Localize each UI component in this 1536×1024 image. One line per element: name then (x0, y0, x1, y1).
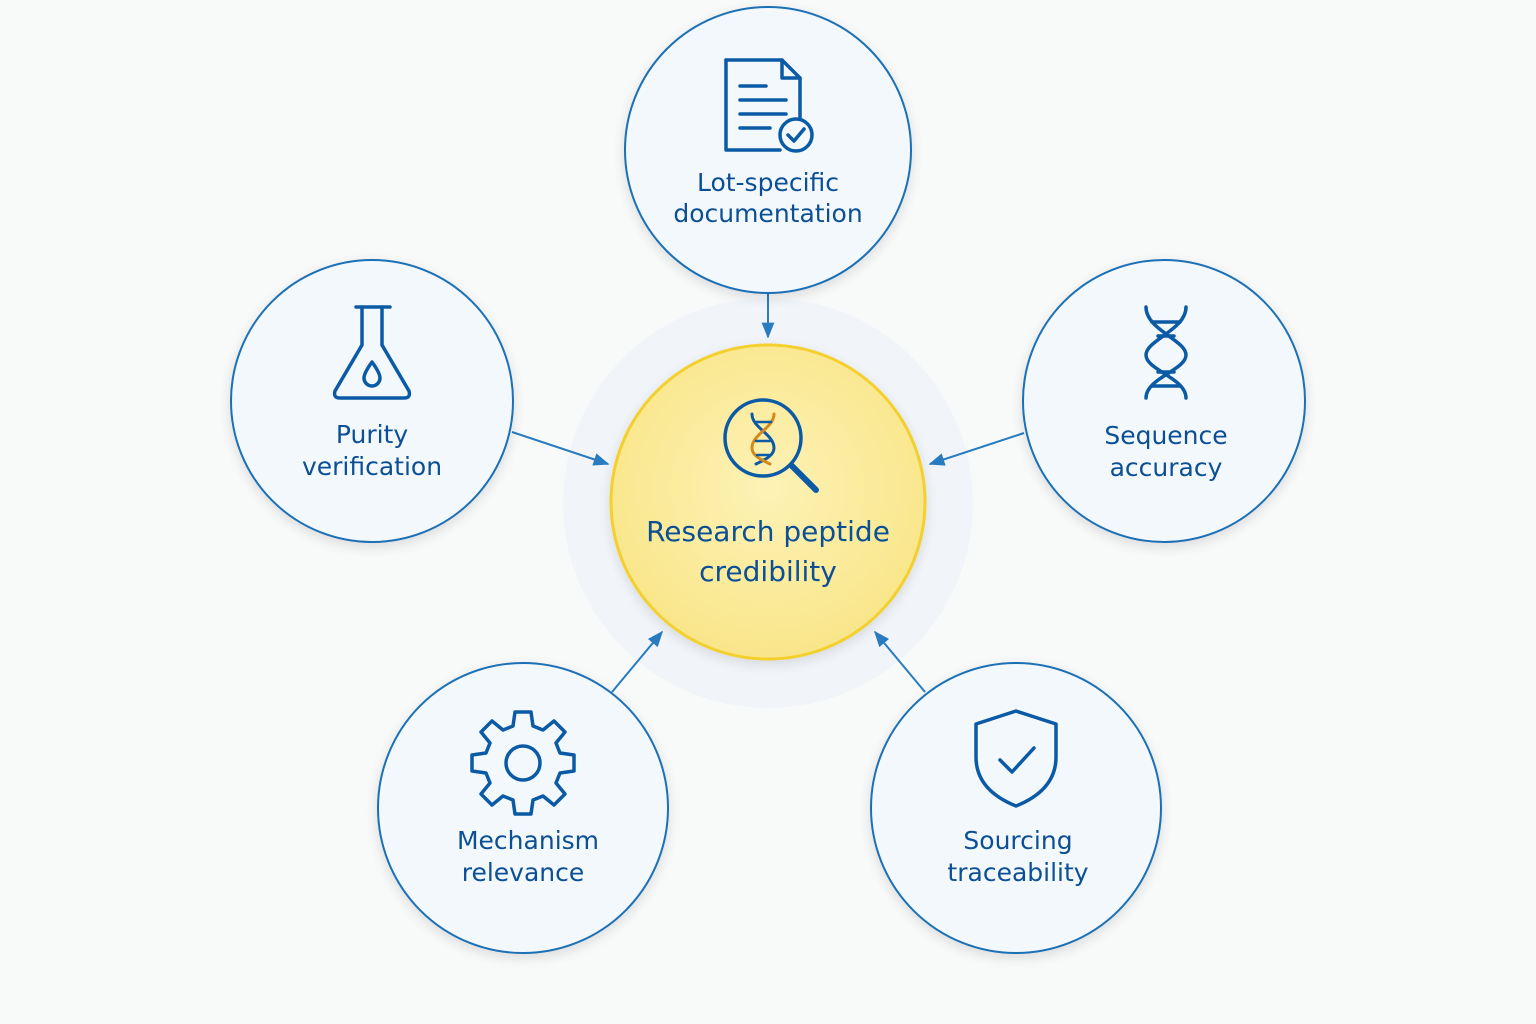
arrow-sequence-to-center (928, 432, 1025, 466)
arrow-mechanism-to-center (611, 630, 664, 693)
node-sourcing-traceability: Sourcing traceability (870, 662, 1162, 954)
node-mechanism-relevance: Mechanism relevance (377, 662, 669, 954)
node-label-line1: Purity (336, 420, 409, 449)
shield-check-icon (974, 709, 1058, 808)
center-label-line1: Research peptide (646, 515, 890, 548)
dna-magnifier-icon (723, 398, 819, 493)
node-label-line1: Mechanism (457, 826, 599, 855)
node-label-line1: Lot-specific (697, 168, 839, 197)
node-label-line2: documentation (673, 199, 862, 228)
node-purity-verification: Purity verification (230, 259, 514, 543)
flask-drop-icon (332, 305, 412, 400)
arrow-purity-to-center (511, 431, 610, 466)
node-label-line2: verification (302, 452, 442, 481)
node-lot-specific-documentation: Lot-specific documentation (624, 6, 912, 294)
node-label-line1: Sequence (1104, 421, 1227, 450)
center-node: Research peptide credibility (609, 343, 927, 661)
node-label-line1: Sourcing (963, 826, 1072, 855)
center-label-line2: credibility (699, 555, 837, 588)
connectors (511, 290, 1025, 693)
node-label-line2: accuracy (1110, 453, 1223, 482)
document-check-icon (724, 58, 814, 153)
node-sequence-accuracy: Sequence accuracy (1022, 259, 1306, 543)
node-label-line2: relevance (462, 858, 585, 887)
gear-icon (470, 710, 576, 816)
dna-icon (1144, 305, 1188, 400)
arrow-sourcing-to-center (873, 630, 926, 693)
node-label-line2: traceability (947, 858, 1088, 887)
